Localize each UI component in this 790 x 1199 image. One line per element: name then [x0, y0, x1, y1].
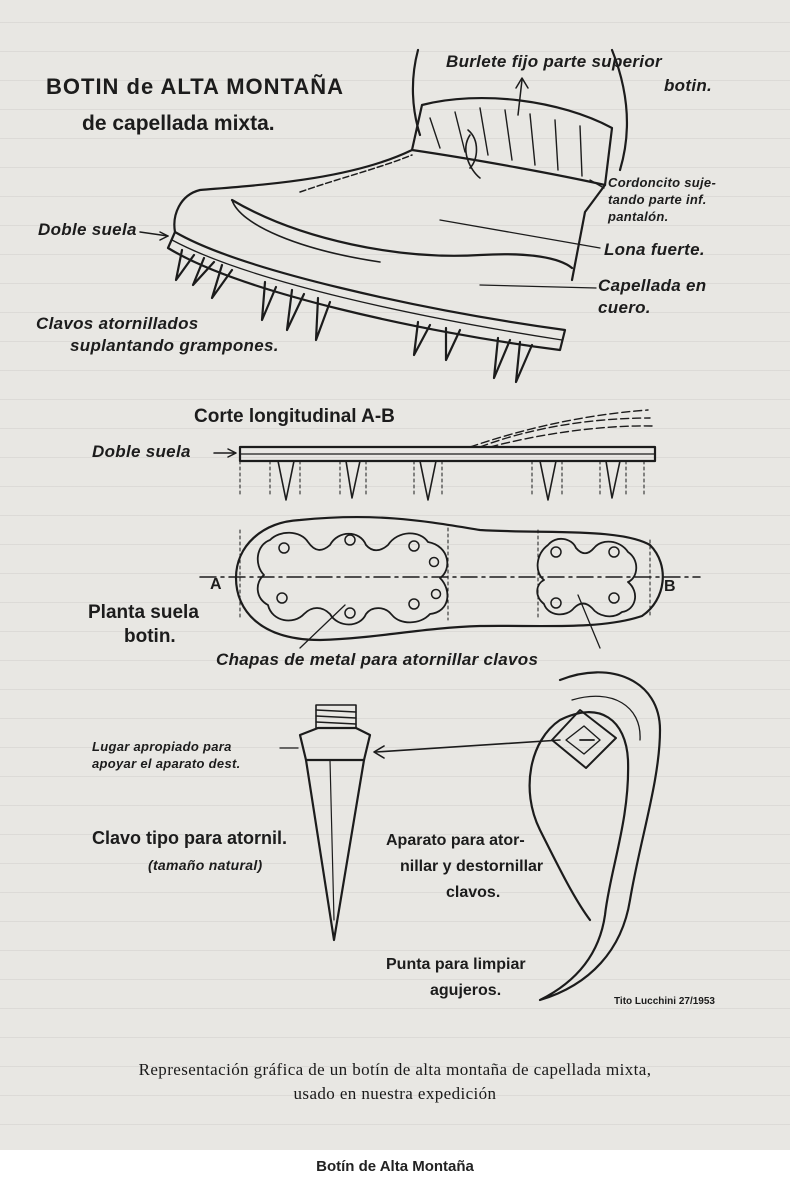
label-planta-line1: Planta suela: [88, 602, 199, 623]
label-cordoncito-line1: Cordoncito suje-: [608, 175, 717, 190]
label-tamano-natural: (tamaño natural): [148, 857, 263, 873]
label-corte-longitudinal: Corte longitudinal A-B: [194, 406, 395, 427]
label-aparato-line1: Aparato para ator-: [386, 832, 525, 849]
label-punta-line1: Punta para limpiar: [386, 956, 526, 973]
artist-signature: Tito Lucchini 27/1953: [614, 996, 715, 1007]
figure-caption-line2: usado en nuestra expedición: [293, 1084, 497, 1103]
label-clavos-line1: Clavos atornillados: [36, 314, 199, 333]
label-aparato-line2: nillar y destornillar: [400, 858, 544, 875]
label-capellada-line1: Capellada en: [598, 276, 707, 295]
label-clavos-line2: suplantando grampones.: [70, 336, 279, 355]
screw-in-spike: [279, 704, 561, 942]
label-lona: Lona fuerte.: [604, 240, 705, 259]
label-capellada-line2: cuero.: [598, 298, 651, 317]
boot-side-view: [139, 48, 629, 384]
longitudinal-section: [213, 409, 657, 501]
label-aparato-line3: clavos.: [446, 884, 501, 901]
label-doble-suela-section: Doble suela: [92, 442, 191, 461]
point-b-label: B: [664, 578, 676, 595]
label-cordoncito-line3: pantalón.: [608, 209, 669, 224]
boot-diagram-drawing: [139, 48, 701, 1002]
label-clavo-tipo: Clavo tipo para atornil.: [92, 828, 288, 848]
image-footer-caption: Botín de Alta Montaña: [316, 1158, 474, 1175]
figure-caption-line1: Representación gráfica de un botín de al…: [138, 1060, 652, 1079]
label-punta-line2: agujeros.: [430, 982, 502, 999]
label-lugar-line1: Lugar apropiado para: [92, 739, 232, 754]
bleed-through-text-texture: [0, 0, 790, 1150]
label-chapas: Chapas de metal para atornillar clavos: [216, 650, 539, 669]
scanned-illustration: BOTIN de ALTA MONTAÑA de capellada mixta…: [0, 0, 790, 1150]
label-lugar-line2: apoyar el aparato dest.: [92, 756, 241, 771]
label-doble-suela-boot: Doble suela: [38, 220, 137, 239]
diagram-subtitle: de capellada mixta.: [82, 112, 275, 135]
label-cordoncito-line2: tando parte inf.: [608, 192, 707, 207]
label-burlete-line2: botin.: [664, 76, 713, 95]
point-a-label: A: [210, 576, 222, 593]
spike-wrench-tool: [528, 671, 662, 1002]
diagram-title: BOTIN de ALTA MONTAÑA: [46, 74, 344, 99]
sole-plan-view: [199, 515, 701, 649]
label-burlete-line1: Burlete fijo parte superior: [446, 52, 662, 71]
label-planta-line2: botin.: [124, 626, 176, 647]
